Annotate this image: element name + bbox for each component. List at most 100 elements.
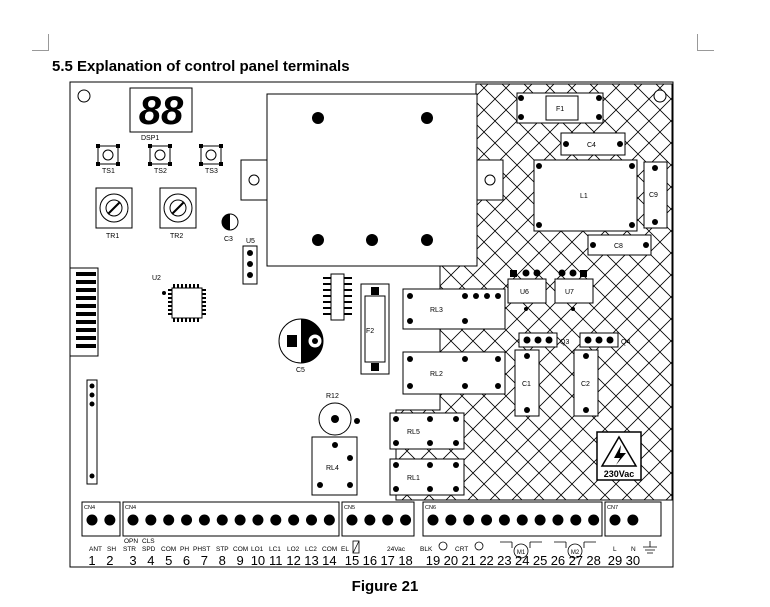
connector-name: CN4: [84, 505, 95, 511]
terminal-screw: [234, 514, 246, 526]
warning-label: 230Vac: [604, 469, 635, 479]
mounting-hole: [653, 89, 667, 103]
seven-segment-display: 88: [129, 87, 193, 133]
c3-label: C3: [224, 236, 233, 243]
terminal-block: [122, 501, 340, 537]
c8-label: C8: [614, 243, 623, 250]
c5-capacitor: [278, 318, 324, 364]
terminal-screw: [216, 514, 228, 526]
ic-chip: [323, 273, 352, 321]
tr2-label: TR2: [170, 233, 183, 240]
mounting-hole: [77, 89, 91, 103]
terminal-number: 26: [551, 553, 565, 568]
rl2-label: RL2: [430, 371, 443, 378]
terminal-screw: [382, 514, 394, 526]
label-stp: STP: [216, 546, 229, 553]
terminal-screw: [627, 514, 639, 526]
c1-capacitor: [514, 349, 540, 417]
rl5-relay: [389, 412, 465, 450]
terminal-number: 23: [497, 553, 511, 568]
terminal-screw: [400, 514, 412, 526]
rl5-label: RL5: [407, 429, 420, 436]
tr2-trimmer: [159, 187, 197, 229]
ts3-button: [199, 144, 223, 166]
q3-transistor: [518, 332, 558, 348]
terminal-screw: [609, 514, 621, 526]
terminal-screw: [516, 514, 528, 526]
c9-capacitor: [643, 161, 668, 229]
terminal-number: 14: [322, 553, 336, 568]
c5-label: C5: [296, 367, 305, 374]
ts1-button: [96, 144, 120, 166]
c3-capacitor: [221, 213, 239, 231]
terminal-function-labels: ANT SH OPN CLS STR SPD COM PH PHST STP C…: [89, 538, 636, 553]
rl4-relay: [311, 436, 358, 496]
label-com: COM: [161, 546, 176, 553]
u5-regulator: [242, 245, 258, 285]
figure-caption: Figure 21: [351, 578, 419, 595]
terminal-screw: [252, 514, 264, 526]
terminal-number: 5: [165, 553, 172, 568]
u6-label: U6: [520, 289, 529, 296]
c8-capacitor: [587, 234, 652, 256]
terminal-number: 12: [286, 553, 300, 568]
terminal-number: 25: [533, 553, 547, 568]
f1-label: F1: [556, 106, 564, 113]
display-digits: 88: [139, 89, 184, 133]
label-el: EL: [341, 546, 349, 553]
terminal-number: 22: [479, 553, 493, 568]
terminal-screw: [364, 514, 376, 526]
rl1-label: RL1: [407, 475, 420, 482]
terminal-number: 21: [461, 553, 475, 568]
c1-label: C1: [522, 381, 531, 388]
tr1-label: TR1: [106, 233, 119, 240]
label-spd: SPD: [142, 546, 156, 553]
terminal-screw: [323, 514, 335, 526]
terminal-number: 4: [147, 553, 154, 568]
label-lc1: LC1: [269, 546, 281, 553]
rl1-relay: [389, 458, 465, 496]
connector-name: CN5: [344, 505, 355, 511]
ts2-button: [148, 144, 172, 166]
label-l: L: [613, 546, 617, 553]
c2-capacitor: [573, 349, 599, 417]
terminal-screw: [463, 514, 475, 526]
terminal-screw: [570, 514, 582, 526]
section-heading: 5.5 Explanation of control panel termina…: [52, 58, 350, 75]
terminal-screw: [552, 514, 564, 526]
terminal-number: 18: [398, 553, 412, 568]
ts2-label: TS2: [154, 168, 167, 175]
terminal-screw: [181, 514, 193, 526]
page-corner-mark: [32, 34, 49, 51]
label-phst: PHST: [193, 546, 210, 553]
label-blk: BLK: [420, 546, 433, 553]
ts1-label: TS1: [102, 168, 115, 175]
terminal-screw: [145, 514, 157, 526]
rl3-relay: [402, 288, 506, 330]
terminal-screw: [306, 514, 317, 526]
u7-optocoupler: [554, 269, 594, 311]
tr1-trimmer: [95, 187, 133, 229]
u2-label: U2: [152, 275, 161, 282]
pin-header: [86, 379, 98, 485]
terminal-screw: [288, 514, 300, 526]
connector-name: CN6: [425, 505, 436, 511]
terminal-screw: [588, 514, 600, 526]
u2-microcontroller: [162, 284, 206, 322]
label-lo1: LO1: [251, 546, 264, 553]
terminal-screw: [445, 514, 457, 526]
label-str: STR: [123, 546, 136, 553]
f1-fuse: [516, 92, 604, 124]
label-com-2: COM: [233, 546, 248, 553]
terminal-screw: [198, 514, 210, 526]
rl2-relay: [402, 351, 506, 395]
terminal-screw: [163, 514, 175, 526]
label-ant: ANT: [89, 546, 102, 553]
c9-label: C9: [649, 192, 658, 199]
q3-label: Q3: [560, 339, 569, 346]
label-lo2: LO2: [287, 546, 300, 553]
label-com-3: COM: [322, 546, 337, 553]
label-opn: OPN: [124, 538, 138, 545]
